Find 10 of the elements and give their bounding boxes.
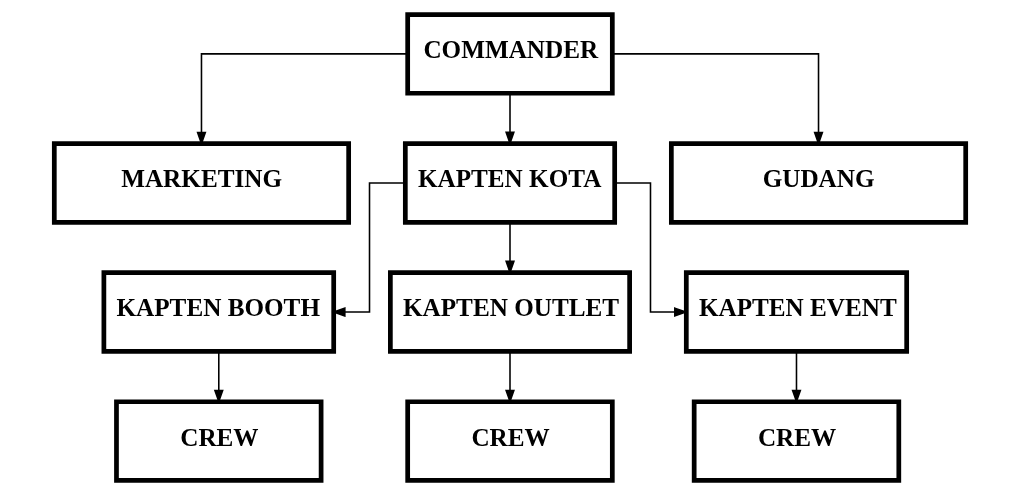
node-box: KAPTEN BOOTH — [101, 270, 336, 354]
node-box: GUDANG — [668, 141, 968, 225]
node-box: CREW — [404, 399, 615, 483]
node-box: CREW — [113, 399, 323, 483]
node-box: CREW — [691, 399, 901, 483]
node-box: COMMANDER — [404, 12, 615, 96]
node-box: MARKETING — [51, 141, 351, 225]
node-box: KAPTEN KOTA — [402, 141, 617, 225]
node-box: KAPTEN EVENT — [683, 270, 909, 354]
node-box: KAPTEN OUTLET — [387, 270, 632, 354]
